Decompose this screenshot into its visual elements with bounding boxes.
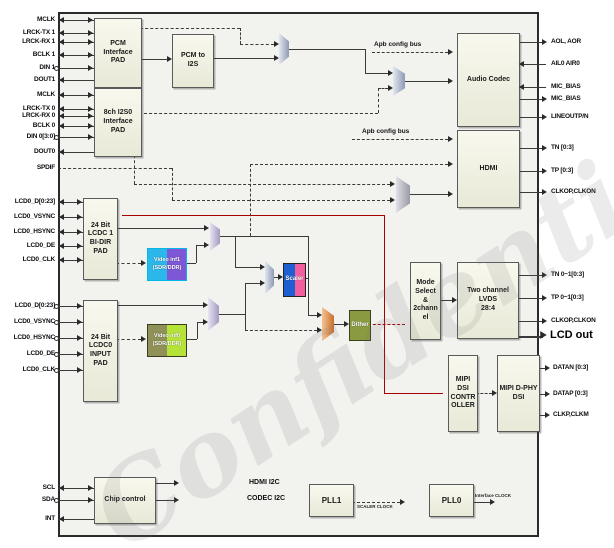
pin-lcd-out: LCD out <box>550 329 593 341</box>
pin-lcd0a-data: LCD0_D[0:23] <box>14 198 55 205</box>
pin-lvds-tp: TP 0~1[0:3] <box>551 294 584 301</box>
pin-mclk0: MCLK <box>37 91 55 98</box>
apb-config-bus-label-2: Apb config bus <box>362 128 410 135</box>
pin-datan: DATAN [0:3] <box>553 364 589 371</box>
pin-din1: DIN 1 <box>39 64 55 71</box>
pin-lcd0a-de: LCD0_DE <box>26 242 55 249</box>
apb-config-bus-label-1: Apb config bus <box>374 41 422 48</box>
pin-mic-bias-in: MIC_BIAS <box>551 83 581 90</box>
video-inf1-right-half <box>167 249 186 280</box>
pin-lcd0b-data: LCD0_D[0:23] <box>14 302 55 309</box>
pin-hdmi-tn: TN [0:3] <box>551 144 574 151</box>
video-inf0-label: Video inf0 (SDR/DDR) <box>152 333 182 347</box>
video-inf0-left-half <box>148 325 167 356</box>
mux-audio-codec <box>393 66 405 96</box>
scaler-right-half <box>294 264 305 296</box>
pin-hdmi-clkop-clkon: CLKOP,CLKON <box>551 188 596 195</box>
pin-lcd0a-hsync: LCD0_HSYNC <box>13 228 56 235</box>
pin-aol-aor: AOL, AOR <box>551 38 581 45</box>
mux-lcd0-path <box>208 297 219 331</box>
pin-dout1: DOUT1 <box>33 76 55 83</box>
chip-control-block: Chip control <box>94 477 156 524</box>
pin-lcd0b-vsync: LCD0_VSYNC <box>14 318 55 325</box>
video-inf1-label: Video inf1 (SDR/DDR) <box>152 257 182 271</box>
pin-spdif: SPDIF <box>36 164 55 171</box>
mux-lcd1-path <box>210 222 220 251</box>
pin-mic-bias-out: MIC_BIAS <box>551 95 581 102</box>
interface-clock-label: Interface CLOCK <box>475 493 512 498</box>
audio-codec-block: Audio Codec <box>457 33 520 127</box>
pll1-block: PLL1 <box>309 484 354 517</box>
lcdc1-bidir-pad-block: 24 Bit LCDC 1 BI-DIR PAD <box>83 198 118 280</box>
mux-scaler-input <box>265 261 274 294</box>
pin-din0: DIN 0[3:0] <box>26 133 56 140</box>
scaler-label: Scaler <box>285 276 304 283</box>
pin-sda: SDA <box>41 496 55 503</box>
pin-bclk1: BCLK 1 <box>32 51 55 58</box>
hdmi-block: HDMI <box>457 130 520 208</box>
scaler-clock-label: SCALER CLOCK <box>357 504 393 509</box>
video-inf1-left-half <box>148 249 167 280</box>
i2s0-interface-pad-block: 8ch I2S0 Interface PAD <box>94 88 142 157</box>
pin-bclk0: BCLK 0 <box>32 122 55 129</box>
mux-hdmi-source <box>396 176 410 213</box>
pin-clkp-clkm: CLKP,CLKM <box>553 411 589 418</box>
pin-lvds-clkop-clkon: CLKOP,CLKON <box>551 317 596 324</box>
mux-audio-pcm <box>279 33 289 65</box>
dither-fill <box>350 311 370 340</box>
pcm-to-i2s-block: PCM to I2S <box>172 34 214 88</box>
pin-mclk1: MCLK <box>37 16 55 23</box>
dither-block: Dither <box>349 310 371 341</box>
pin-lrck-tx1: LRCK-TX 1 <box>22 29 55 36</box>
pin-lvds-tn: TN 0~1[0:3] <box>551 271 585 278</box>
pin-hdmi-tp: TP [0:3] <box>551 167 574 174</box>
scaler-block: Scaler <box>283 263 306 297</box>
video-inf0-block: Video inf0 (SDR/DDR) <box>147 324 187 357</box>
mux-dither-input <box>322 307 334 341</box>
pin-dout0: DOUT0 <box>33 148 55 155</box>
dither-label: Dither <box>351 321 369 328</box>
lcdc0-input-pad-block: 24 Bit LCDC0 INPUT PAD <box>83 300 118 402</box>
pin-int: INT <box>45 515 55 522</box>
pin-lcd0b-de: LCD0_DE <box>26 350 55 357</box>
lvds-block: Two channel LVDS 28:4 <box>457 262 519 339</box>
video-inf0-right-half <box>167 325 186 356</box>
pin-lcd0a-vsync: LCD0_VSYNC <box>14 213 55 220</box>
codec-i2c-label: CODEC I2C <box>247 495 286 502</box>
mipi-dphy-block: MIPI D-PHY DSI <box>497 355 540 432</box>
mode-select-block: Mode Select & 2chann el <box>410 262 441 340</box>
pin-lcd0a-clk: LCD0_CLK <box>22 256 56 263</box>
pin-datap: DATAP [0:3] <box>553 390 588 397</box>
pin-ail0-air0: AIL0 AIR0 <box>551 60 580 67</box>
pin-scl: SCL <box>42 484 56 491</box>
pcm-interface-pad-block: PCM Interface PAD <box>94 18 142 88</box>
pin-lcd0b-clk: LCD0_CLK <box>22 366 56 373</box>
pin-lineoutp-n: LINEOUTP/N <box>551 113 589 120</box>
pll0-block: PLL0 <box>429 484 474 517</box>
pin-lcd0b-hsync: LCD0_HSYNC <box>13 334 56 341</box>
scaler-left-half <box>284 264 295 296</box>
pin-lrck-tx0: LRCK-TX 0 <box>22 105 55 112</box>
mipi-dsi-controller-block: MIPI DSI CONTR OLLER <box>448 355 478 432</box>
hdmi-i2c-label: HDMI I2C <box>249 479 280 486</box>
pin-lrck-rx1: LRCK-RX 1 <box>22 38 55 45</box>
pin-lrck-rx0: LRCK-RX 0 <box>22 112 55 119</box>
video-inf1-block: Video inf1 (SDR/DDR) <box>147 248 187 281</box>
